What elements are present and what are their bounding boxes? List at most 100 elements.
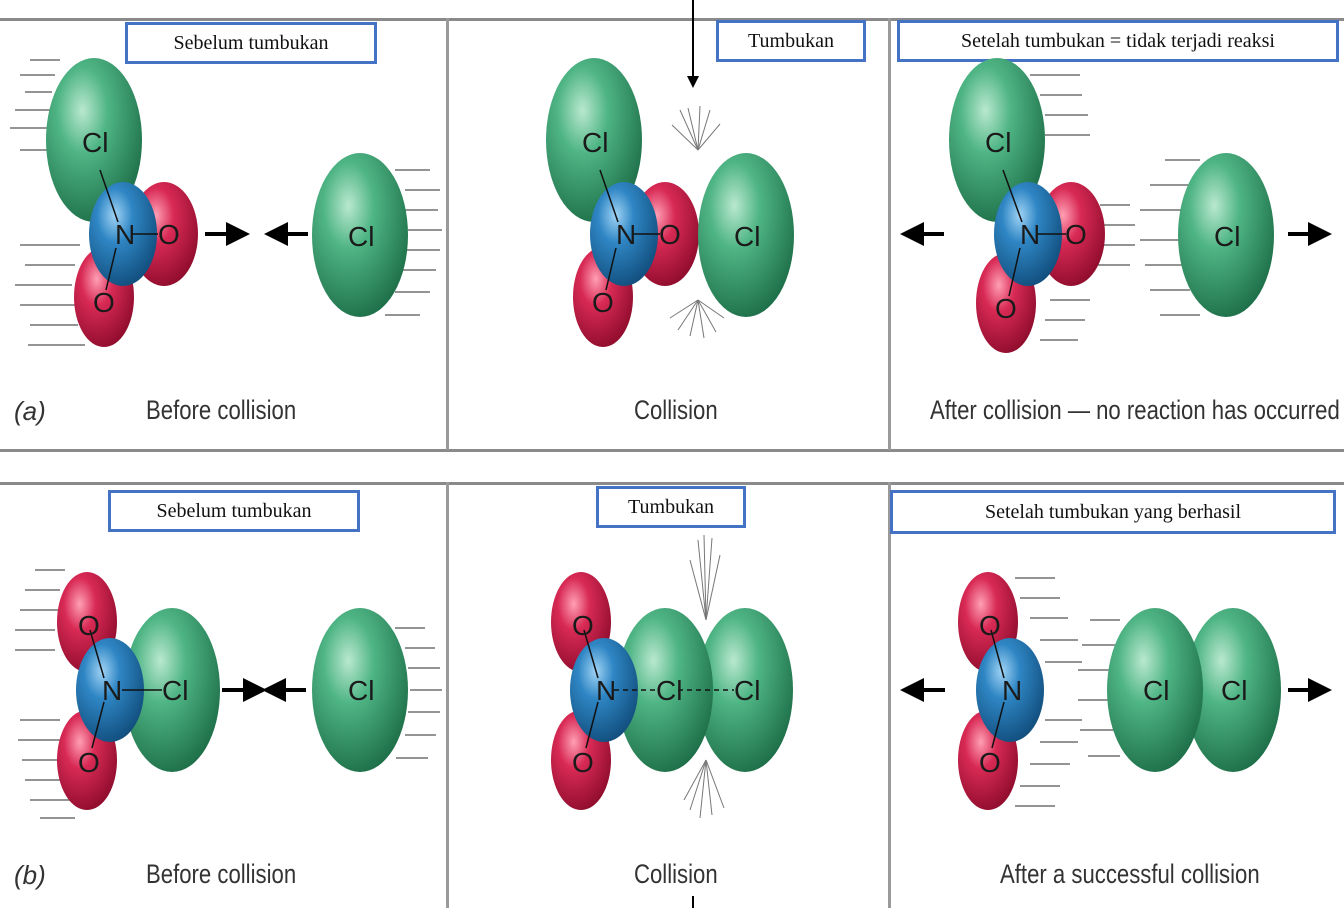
- atom-label-o: O: [78, 747, 100, 778]
- chlorine-atom-free: Cl: [1178, 153, 1274, 317]
- atom-label-n: N: [1020, 219, 1040, 250]
- atom-label-cl: Cl: [985, 127, 1011, 158]
- atom-label-cl: Cl: [162, 675, 188, 706]
- chlorine-atom: [698, 153, 794, 317]
- nitrogen-atom: [76, 638, 144, 742]
- atom-label-cl: Cl: [734, 675, 760, 706]
- atom-label-o: O: [979, 610, 1001, 641]
- row-a-bottom-divider: [0, 449, 1344, 452]
- chlorine-atom-free: Cl: [698, 153, 794, 317]
- paren-close: ): [37, 396, 46, 426]
- molecule-no2: N O O: [958, 572, 1044, 810]
- atom-label-o: O: [572, 747, 594, 778]
- atom-label-cl: Cl: [582, 127, 608, 158]
- row-a-no-reaction: Sebelum tumbukan Tumbukan Setelah tumbuk…: [0, 0, 1344, 452]
- atom-label-cl: Cl: [348, 675, 374, 706]
- atom-label-n: N: [102, 675, 122, 706]
- motion-lines: [1030, 74, 1200, 341]
- motion-lines: [15, 569, 442, 819]
- chlorine-atom: [1107, 608, 1203, 772]
- box-before-collision-b: Sebelum tumbukan: [108, 490, 360, 532]
- molecule-no2cl: N O O Cl: [57, 572, 220, 810]
- tag-letter: a: [22, 396, 38, 426]
- atom-label-o: O: [572, 610, 594, 641]
- molecule-cl2: Cl Cl: [1107, 608, 1281, 772]
- atom-label-cl: Cl: [656, 675, 682, 706]
- caption-after-collision-b: After a successful collision: [1000, 859, 1260, 889]
- chlorine-atom: [1178, 153, 1274, 317]
- atom-label-n: N: [1002, 675, 1022, 706]
- nitrogen-atom: [590, 182, 658, 286]
- paren-close: ): [37, 860, 46, 890]
- box-label: Sebelum tumbukan: [156, 499, 312, 522]
- box-before-collision-a: Sebelum tumbukan: [125, 22, 377, 64]
- atom-label-cl: Cl: [1221, 675, 1247, 706]
- panel-tag-b: (b): [14, 860, 46, 891]
- nitrogen-atom: [570, 638, 638, 742]
- impact-lines: [683, 534, 725, 819]
- caption-collision-a: Collision: [634, 395, 718, 425]
- atom-label-cl: Cl: [348, 221, 374, 252]
- box-label: Setelah tumbukan = tidak terjadi reaksi: [961, 29, 1275, 52]
- box-after-collision-a: Setelah tumbukan = tidak terjadi reaksi: [897, 20, 1339, 62]
- nitrogen-atom: [976, 638, 1044, 742]
- caption-collision-b: Collision: [634, 859, 718, 889]
- chlorine-atom: [1185, 608, 1281, 772]
- chlorine-atom: [697, 608, 793, 772]
- molecule-no2cl: Cl N O O: [546, 58, 699, 347]
- nitrogen-atom: [89, 182, 157, 286]
- motion-lines: [1015, 577, 1120, 807]
- atom-label-cl: Cl: [1214, 221, 1240, 252]
- molecule-transition-state: N O O Cl Cl: [551, 572, 793, 810]
- atom-label-cl: Cl: [1143, 675, 1169, 706]
- atom-label-cl: Cl: [734, 221, 760, 252]
- panel-divider: [888, 18, 891, 450]
- chlorine-atom: [312, 608, 408, 772]
- nitrogen-atom: [994, 182, 1062, 286]
- atom-label-o: O: [995, 293, 1017, 324]
- chlorine-atom-free: Cl: [312, 608, 408, 772]
- chlorine-atom: [46, 58, 142, 222]
- box-label: Setelah tumbukan yang berhasil: [984, 500, 1242, 523]
- chlorine-atom: [949, 58, 1045, 222]
- atom-label-o: O: [592, 287, 614, 318]
- box-label: Tumbukan: [628, 495, 714, 518]
- paren-open: (: [14, 860, 23, 890]
- box-label: Sebelum tumbukan: [173, 31, 329, 54]
- panel-divider: [446, 18, 449, 450]
- top-divider: [0, 18, 1344, 21]
- chlorine-atom-free: Cl: [312, 153, 408, 317]
- box-after-collision-b: Setelah tumbukan yang berhasil: [890, 490, 1336, 534]
- caption-after-collision-a: After collision — no reaction has occurr…: [930, 395, 1340, 425]
- box-label: Tumbukan: [748, 29, 834, 52]
- box-collision-b: Tumbukan: [596, 486, 746, 528]
- row-b-successful-reaction: Sebelum tumbukan Tumbukan Setelah tumbuk…: [0, 452, 1344, 908]
- paren-open: (: [14, 396, 23, 426]
- chlorine-atom: [312, 153, 408, 317]
- tag-letter: b: [22, 860, 38, 890]
- chlorine-atom: [546, 58, 642, 222]
- caption-before-collision-b: Before collision: [146, 859, 297, 889]
- row-b-top-divider: [0, 482, 1344, 485]
- atom-label-o: O: [659, 219, 681, 250]
- atom-label-cl: Cl: [82, 127, 108, 158]
- atom-label-n: N: [115, 219, 135, 250]
- motion-lines: [10, 59, 442, 346]
- molecule-no2cl: Cl N O O: [46, 58, 198, 347]
- atom-label-o: O: [93, 287, 115, 318]
- impact-lines: [669, 105, 725, 339]
- atom-label-o: O: [1065, 219, 1087, 250]
- chlorine-atom: [124, 608, 220, 772]
- molecule-no2cl: Cl N O O: [949, 58, 1105, 353]
- atom-label-o: O: [78, 610, 100, 641]
- panel-tag-a: (a): [14, 396, 46, 427]
- box-collision-a: Tumbukan: [716, 20, 866, 62]
- atom-label-o: O: [158, 219, 180, 250]
- caption-before-collision-a: Before collision: [146, 395, 297, 425]
- atom-label-o: O: [979, 747, 1001, 778]
- atom-label-n: N: [596, 675, 616, 706]
- panel-divider: [888, 482, 891, 908]
- atom-label-n: N: [616, 219, 636, 250]
- chlorine-atom: [617, 608, 713, 772]
